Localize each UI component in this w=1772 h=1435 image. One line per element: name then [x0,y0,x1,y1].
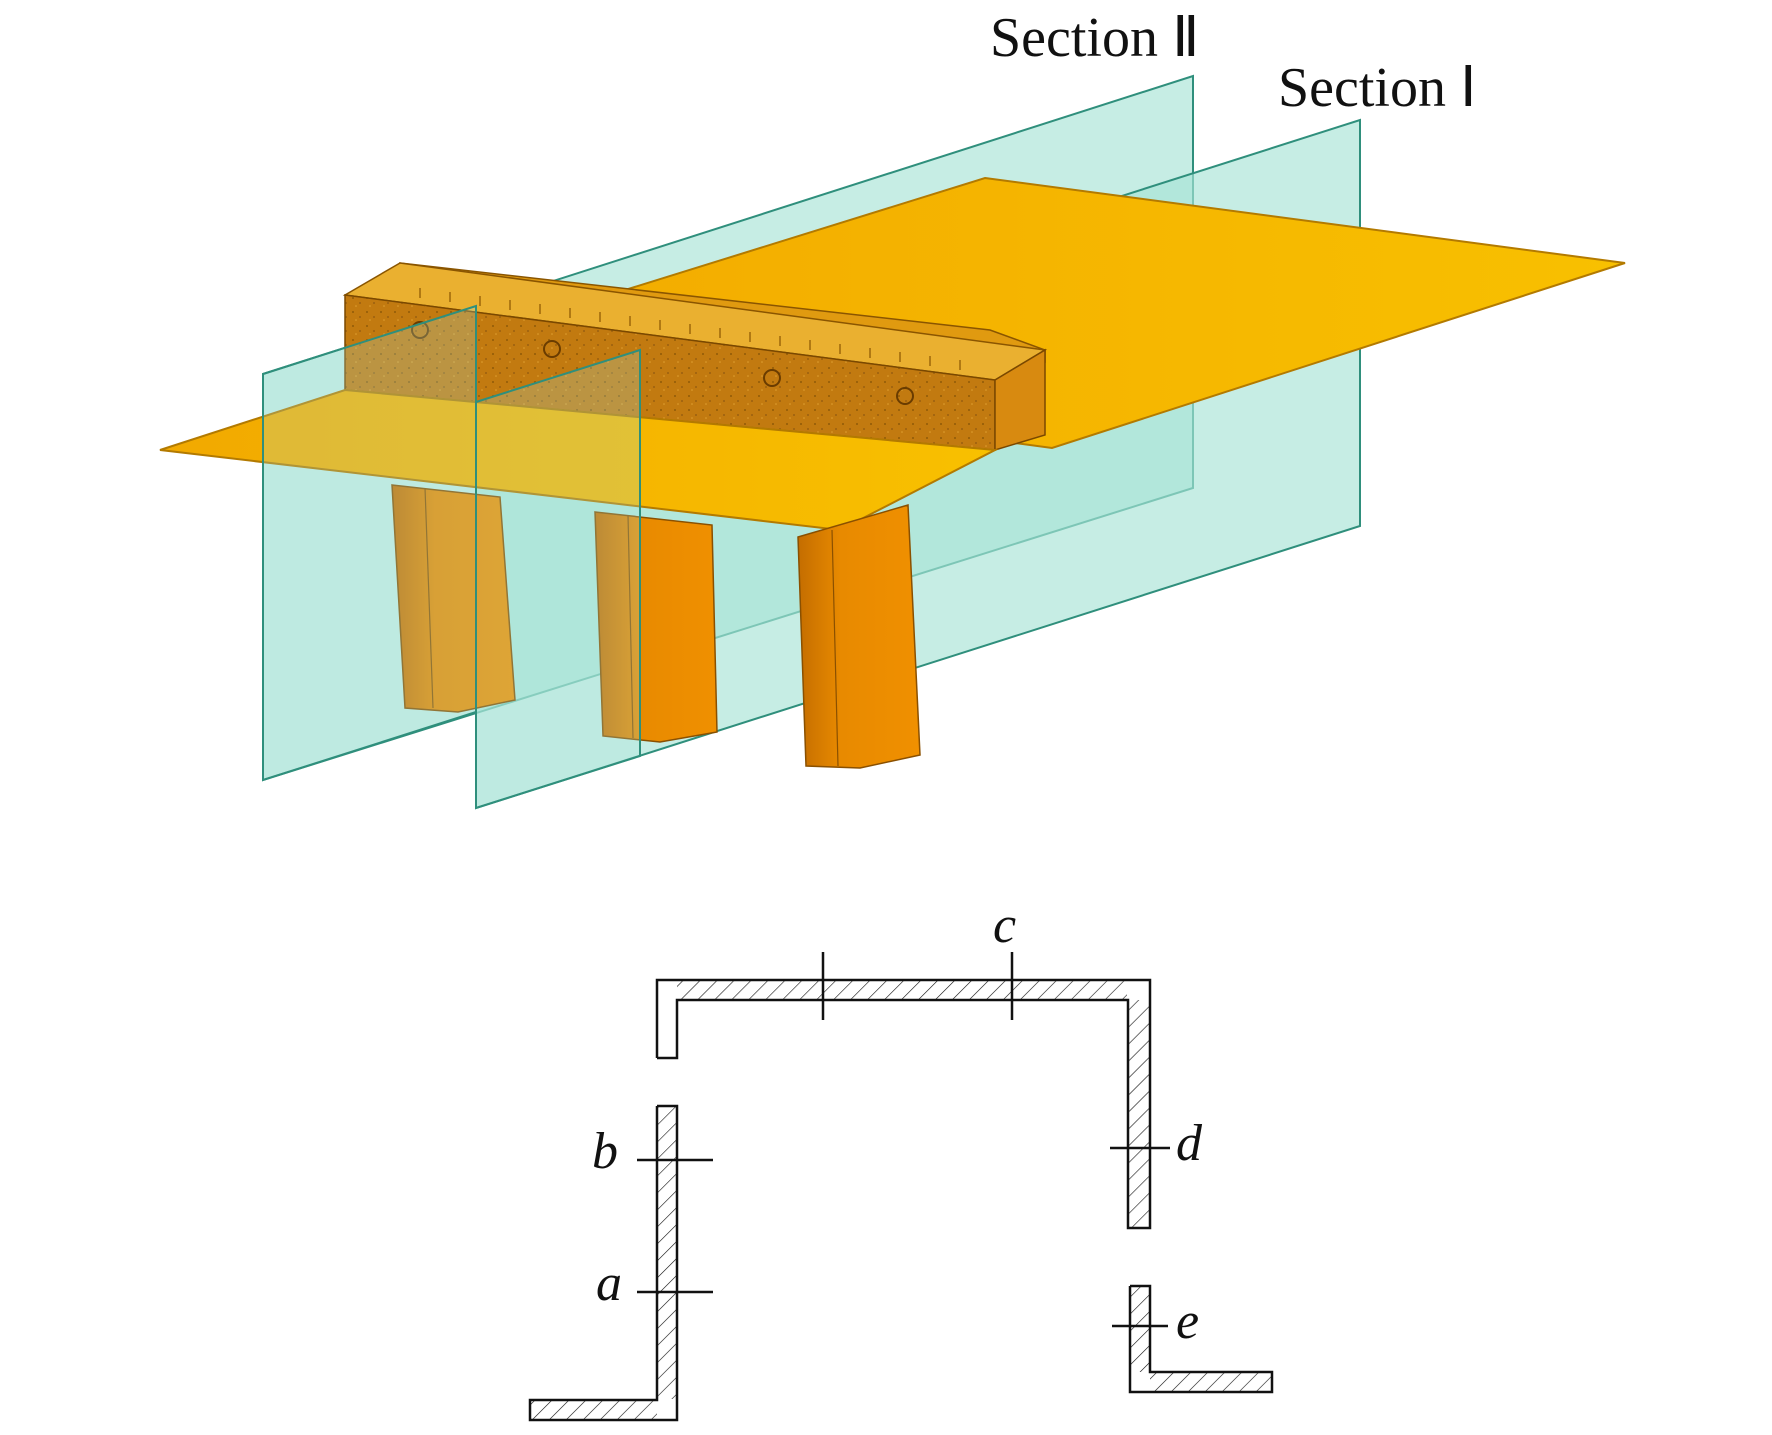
deck-near [159,388,999,532]
section-plane-I [475,348,641,810]
point-d-label: d [1176,1115,1203,1172]
point-a-label: a [596,1255,622,1312]
pier-3 [797,504,921,769]
pier-1 [391,484,516,713]
girder-block [342,262,1048,452]
point-b-label: b [592,1123,618,1180]
cross-section-drawing [528,952,1274,1422]
section-II-label: Section Ⅱ [990,7,1200,69]
section-plane-II [262,304,477,782]
point-c-label: c [993,897,1016,954]
girder-ticks [419,288,961,370]
pier-2 [594,511,718,743]
section-I-label: Section Ⅰ [1278,57,1477,119]
point-e-label: e [1176,1293,1199,1350]
